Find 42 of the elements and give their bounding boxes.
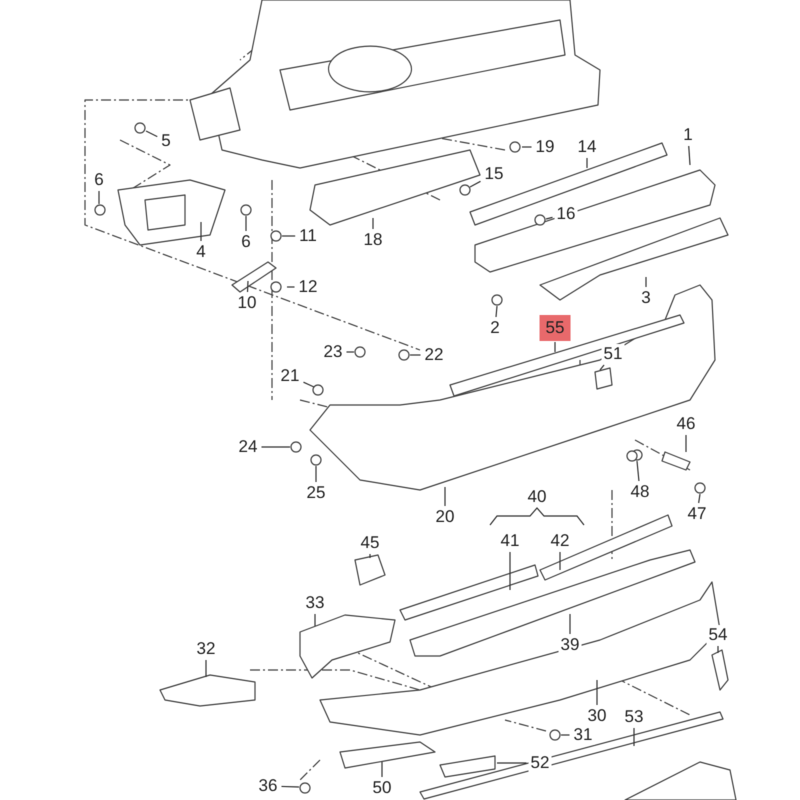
leader-line xyxy=(495,306,498,318)
leader-line xyxy=(554,342,556,352)
leader-line xyxy=(546,216,553,220)
leader-line xyxy=(497,762,527,764)
callout-number: 31 xyxy=(572,725,594,745)
callout-number: 39 xyxy=(558,635,582,655)
leader-line xyxy=(522,146,532,148)
leader-line xyxy=(281,786,300,788)
leader-line xyxy=(561,734,570,736)
leader-line xyxy=(645,277,647,287)
leader-line xyxy=(600,364,605,370)
leader-line xyxy=(596,680,598,705)
leader-line xyxy=(444,487,446,506)
leader-line xyxy=(633,728,635,746)
leader-line xyxy=(569,614,571,634)
leader-line xyxy=(303,382,314,388)
leader-line xyxy=(509,552,511,590)
leader-line xyxy=(98,191,100,204)
callout-number: 55 xyxy=(540,315,570,341)
leader-line xyxy=(146,130,158,138)
leader-line xyxy=(636,460,640,482)
leader-line xyxy=(688,146,691,166)
leader-line xyxy=(381,762,383,777)
leader-line xyxy=(346,351,354,353)
leader-line xyxy=(315,466,317,482)
leader-line xyxy=(559,552,561,570)
leader-line xyxy=(698,494,701,504)
leader-line xyxy=(246,280,249,292)
leader-line xyxy=(685,435,687,452)
leader-line xyxy=(410,354,421,356)
leader-line xyxy=(261,446,290,448)
leader-line xyxy=(287,286,295,288)
callout-number: 54 xyxy=(706,625,730,645)
leader-line xyxy=(245,216,247,231)
leader-line xyxy=(282,235,296,237)
leader-line xyxy=(200,222,202,241)
leader-line xyxy=(372,218,374,229)
leader-line xyxy=(314,614,316,626)
callout-number: 52 xyxy=(528,753,552,773)
leader-line xyxy=(586,158,588,168)
leader-line xyxy=(470,180,481,188)
leader-line xyxy=(205,660,207,677)
